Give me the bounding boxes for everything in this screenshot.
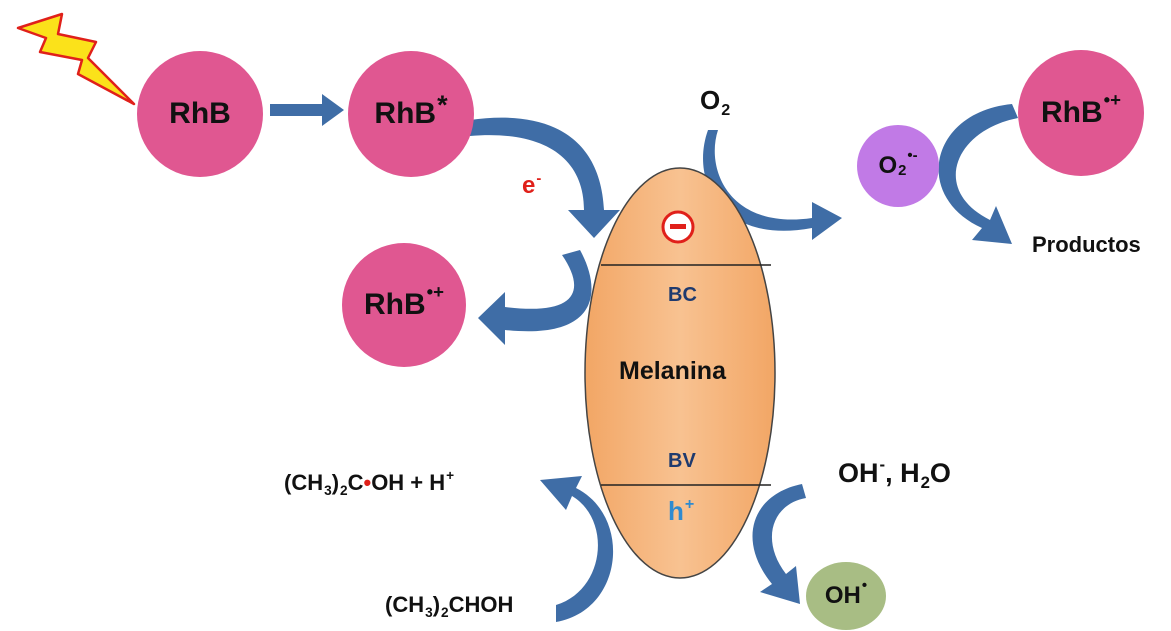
radical-mark: • xyxy=(861,577,868,594)
formula-part: CHOH xyxy=(448,592,514,617)
superoxide-label: O xyxy=(878,152,898,179)
water-text-end: O xyxy=(929,458,951,488)
rhb-cation-left: RhB•+ xyxy=(342,243,466,367)
rhb-cation-left-label: RhB xyxy=(363,288,426,321)
oxygen-label: O2 xyxy=(700,85,731,119)
hole-label: h+ xyxy=(668,494,695,527)
charge-mark: + xyxy=(684,494,695,513)
oxygen-symbol: O xyxy=(700,85,721,115)
semiconductor-name: Melanina xyxy=(619,357,726,385)
rhb-label: RhB xyxy=(169,97,231,130)
subscript: 2 xyxy=(898,163,907,180)
radical-mark: •- xyxy=(907,147,918,164)
formula-part: (CH xyxy=(284,470,324,495)
hydroxyl-radical: OH• xyxy=(806,562,886,630)
water-oxidation-arrow xyxy=(752,484,806,604)
cation-formation-arrow xyxy=(478,250,592,345)
products-label: Productos xyxy=(1032,232,1141,257)
excited-mark: * xyxy=(437,90,448,121)
subscript: 2 xyxy=(721,100,731,119)
degradation-arrow xyxy=(938,104,1018,244)
radical-product-label: (CH3)2C•OH + H+ xyxy=(284,468,455,498)
valence-band-label: BV xyxy=(668,450,696,472)
melanin-particle xyxy=(584,167,776,579)
formula-part: ) xyxy=(432,592,441,617)
isopropanol-label: (CH3)2CHOH xyxy=(385,592,514,620)
alcohol-oxidation-arrow xyxy=(540,476,614,622)
formula-part: (CH xyxy=(385,592,425,617)
lightning-bolt-icon xyxy=(16,12,136,106)
rhb-cation-right-label: RhB xyxy=(1040,96,1103,129)
charge-mark: + xyxy=(446,468,455,484)
charge-mark: - xyxy=(536,170,542,187)
hydroxide-water-label: OH-, H2O xyxy=(838,455,951,492)
electron-symbol: e xyxy=(522,172,536,199)
water-text: , H xyxy=(885,458,920,488)
formula-part: C xyxy=(347,470,364,495)
cation-mark: •+ xyxy=(1103,88,1122,110)
subscript: 3 xyxy=(425,604,433,620)
subscript: 2 xyxy=(441,604,449,620)
subscript: 2 xyxy=(340,482,348,498)
rhb-excited-label: RhB xyxy=(374,97,437,130)
formula-part: ) xyxy=(331,470,340,495)
conduction-band-label: BC xyxy=(668,284,697,306)
rhb-excited-molecule: RhB* xyxy=(348,51,474,177)
electron-label: e- xyxy=(522,170,542,200)
radical-dot: • xyxy=(363,470,372,495)
formula-part: OH + H xyxy=(371,470,446,495)
subscript: 2 xyxy=(920,472,930,492)
hydroxyl-label: OH xyxy=(824,582,861,609)
hole-symbol: h xyxy=(668,496,684,526)
cation-mark: •+ xyxy=(426,280,445,302)
hydroxide-text: OH xyxy=(838,458,879,488)
rhb-molecule: RhB xyxy=(137,51,263,177)
subscript: 3 xyxy=(324,482,332,498)
charge-mark: - xyxy=(879,455,886,475)
electron-injection-arrow xyxy=(470,117,620,238)
rhb-cation-right: RhB•+ xyxy=(1018,50,1144,176)
excitation-arrow xyxy=(270,94,344,126)
